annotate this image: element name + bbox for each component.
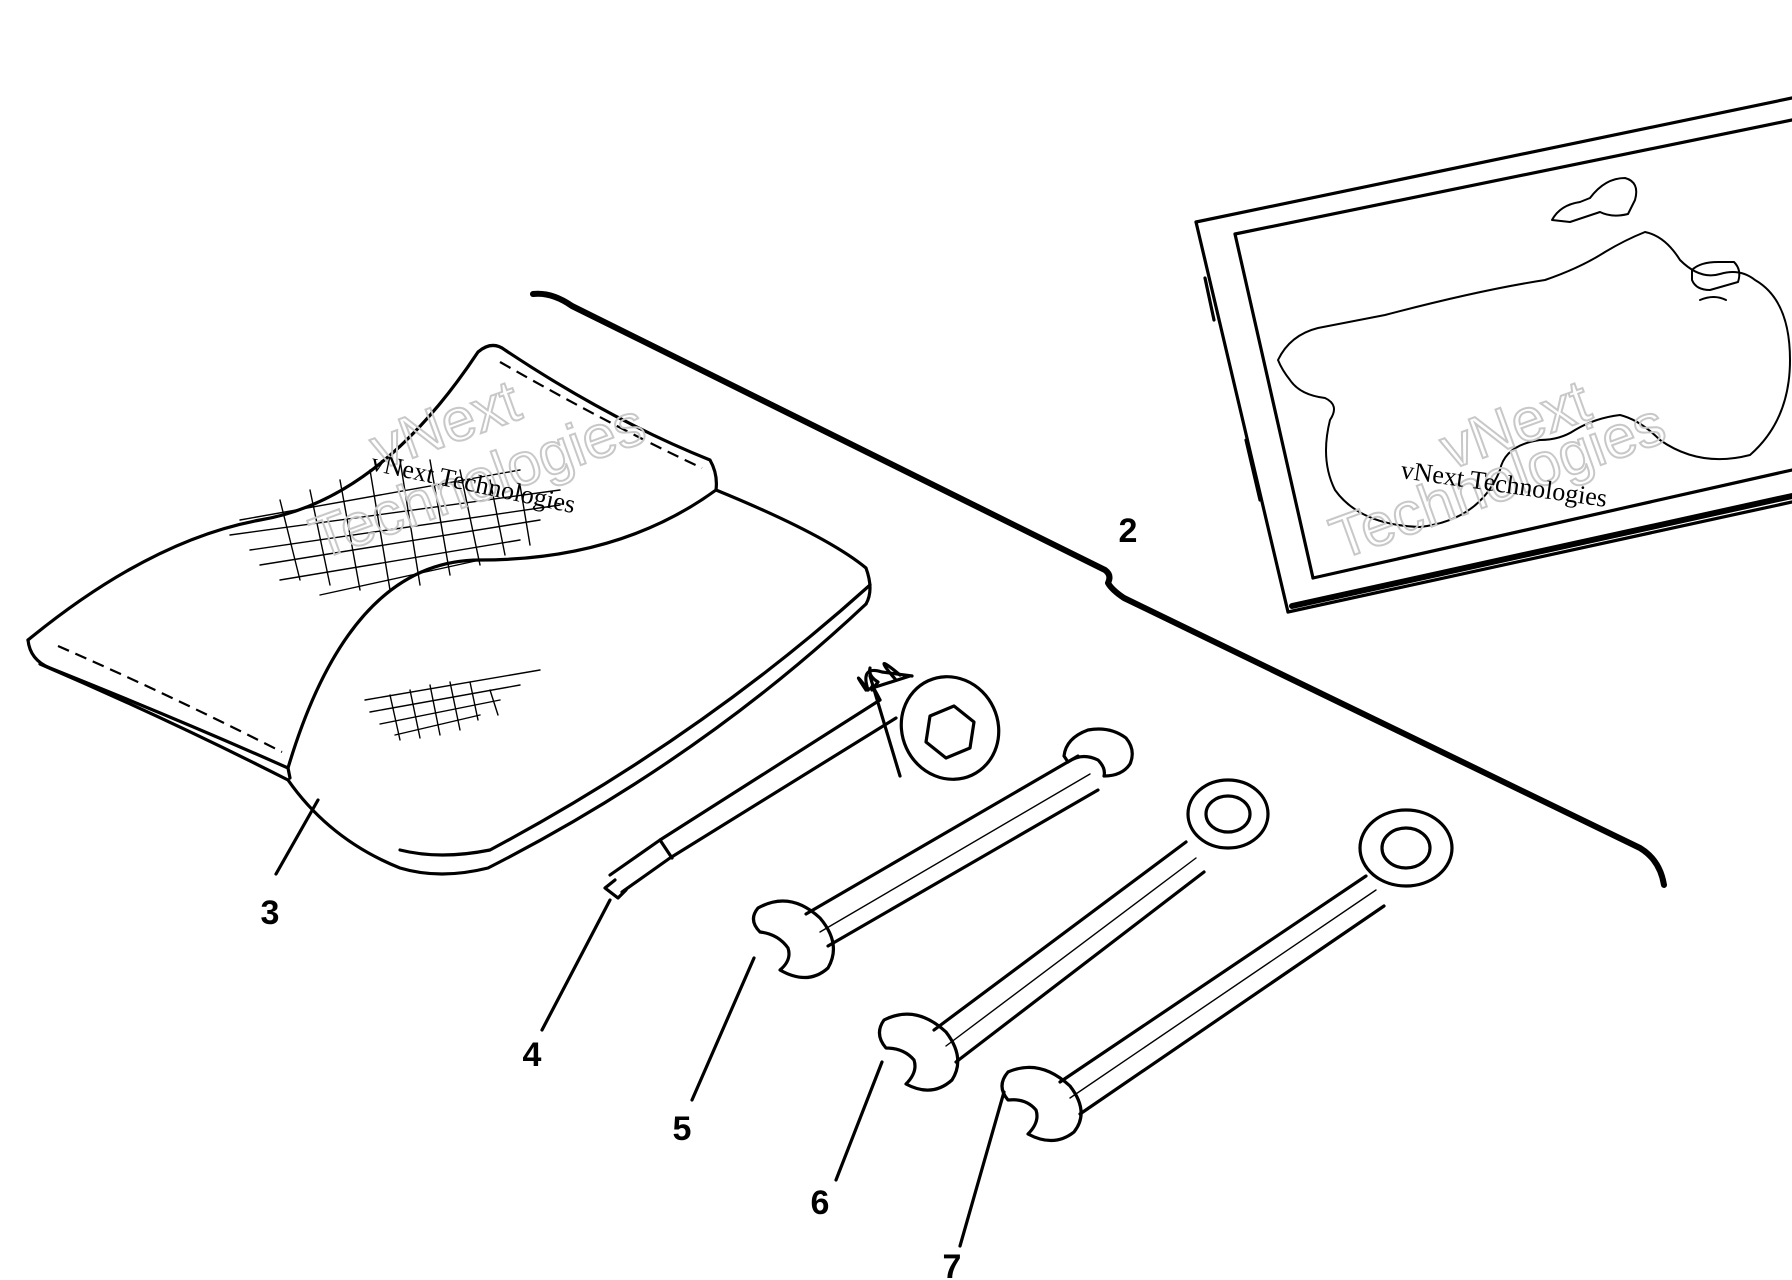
leader-line — [690, 956, 756, 1102]
owners-manual: Technologies vNext vNext Technologies — [1194, 96, 1792, 614]
callout-4: 4 — [523, 1036, 542, 1074]
plug-wrench — [603, 662, 1001, 900]
callout-3: 3 — [261, 894, 280, 932]
leader-line — [834, 1060, 884, 1182]
wrench-5 — [751, 727, 1134, 980]
wrench-7 — [1000, 808, 1454, 1143]
callout-5: 5 — [673, 1110, 692, 1148]
callout-6: 6 — [811, 1184, 830, 1222]
callout-2: 2 — [1119, 512, 1138, 550]
bracket-line — [530, 290, 1667, 888]
fabric-texture — [229, 459, 561, 741]
leader-line — [540, 898, 612, 1032]
wrench-6 — [877, 778, 1270, 1092]
leader-line — [274, 798, 320, 876]
tool-bag: Technologies vNext vNext Technologies — [26, 343, 872, 876]
leader-line — [958, 1090, 1006, 1248]
motorcycle-silhouette — [1277, 231, 1791, 528]
callout-7: 7 — [943, 1248, 962, 1280]
